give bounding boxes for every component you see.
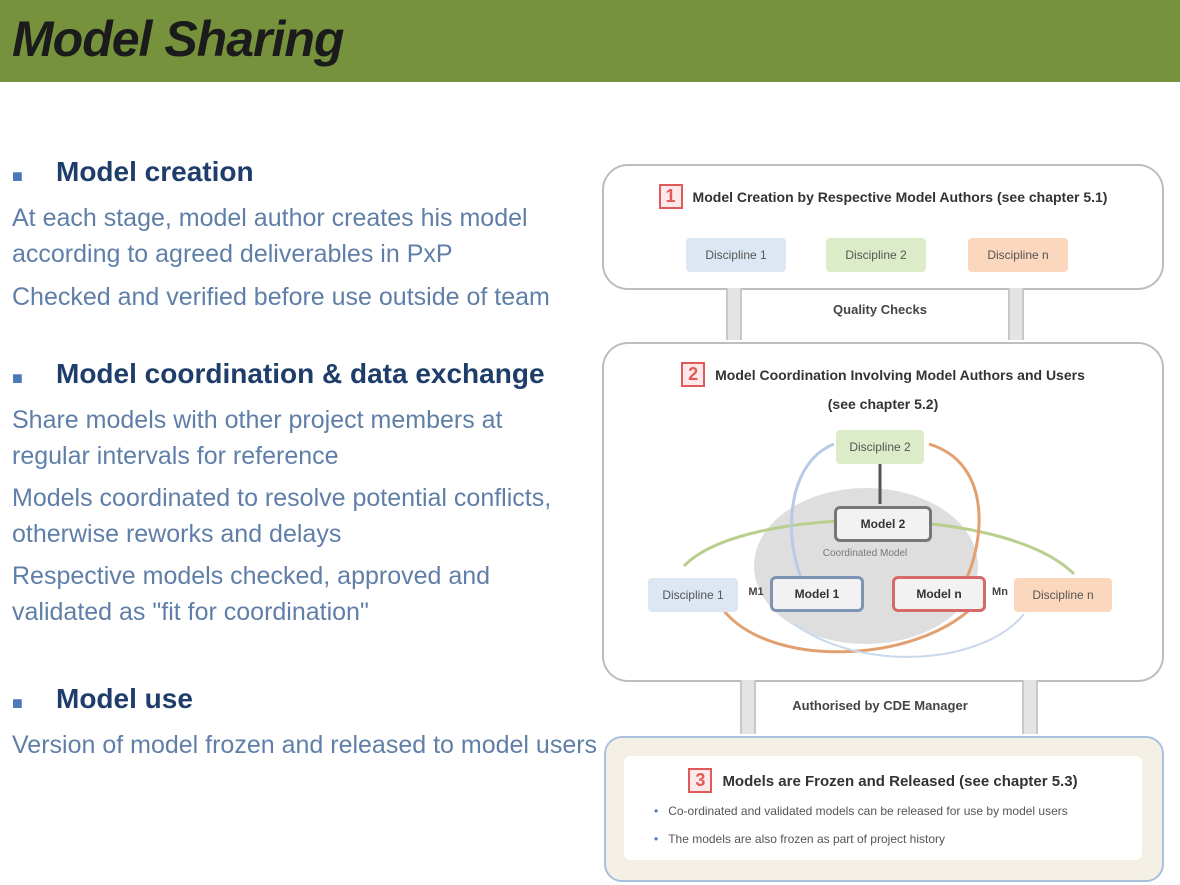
- step2-title-text: Model Coordination Involving Model Autho…: [715, 367, 1085, 383]
- step3-bullet: • Co-ordinated and validated models can b…: [654, 804, 1068, 818]
- coordinated-model-label: Coordinated Model: [822, 548, 908, 559]
- connector2-label: Authorised by CDE Manager: [792, 698, 968, 713]
- section-paragraph: Models coordinated to resolve potential …: [12, 484, 552, 548]
- section-paragraph: Share models with other project members …: [12, 406, 503, 470]
- step1-title: 1 Model Creation by Respective Model Auth…: [604, 184, 1162, 209]
- connector-right: [1008, 288, 1024, 340]
- step1-number-badge: 1: [658, 184, 683, 209]
- title-bar: Model Sharing: [0, 0, 1180, 82]
- connector-right: [1022, 680, 1038, 734]
- link-d2-mn: [928, 442, 981, 585]
- link-m1-dn: [793, 613, 1025, 658]
- link-d1-mn: [717, 593, 986, 654]
- bullet-marker-icon: ■: [12, 368, 23, 388]
- bullet-marker-icon: ■: [12, 166, 23, 186]
- step3-title: 3 Models are Frozen and Released (see cha…: [624, 768, 1142, 793]
- section-paragraph: At each stage, model author creates his …: [12, 204, 528, 268]
- bullet-marker-icon: ■: [12, 693, 23, 713]
- discipline-1-box: Discipline 1: [686, 238, 786, 272]
- bullet-dot-icon: •: [654, 832, 659, 846]
- step3-number-badge: 3: [688, 768, 713, 793]
- step2-panel: 2 Model Coordination Involving Model Auth…: [602, 342, 1164, 682]
- step3-bullet-text: The models are also frozen as part of pr…: [668, 832, 945, 846]
- model-1-node: Model 1: [770, 576, 864, 612]
- section-heading-use: Model use: [56, 683, 193, 714]
- model-2-node: Model 2: [834, 506, 932, 542]
- slide-title: Model Sharing: [12, 11, 344, 67]
- section-paragraph: Respective models checked, approved and …: [12, 562, 491, 626]
- step3-title-text: Models are Frozen and Released (see chap…: [722, 773, 1078, 790]
- section-heading-coordination: Model coordination & data exchange: [56, 358, 545, 389]
- step2-number-badge: 2: [681, 362, 706, 387]
- connector1-label: Quality Checks: [833, 302, 927, 317]
- right-arrow-label: Mn: [992, 586, 1008, 598]
- step3-bullet-text: Co-ordinated and validated models can be…: [668, 804, 1068, 818]
- step3-bullet: • The models are also frozen as part of p…: [654, 832, 945, 846]
- step1-panel: 1 Model Creation by Respective Model Auth…: [602, 164, 1164, 290]
- model-n-node: Model n: [892, 576, 986, 612]
- discipline-1-node: Discipline 1: [648, 578, 738, 612]
- section-paragraph: Version of model frozen and released to …: [12, 731, 598, 759]
- discipline-n-box: Discipline n: [968, 238, 1068, 272]
- link-d2-m1: [790, 442, 835, 585]
- left-arrow-label: M1: [748, 586, 764, 598]
- connector-left: [726, 288, 742, 340]
- step3-panel: 3 Models are Frozen and Released (see cha…: [604, 736, 1164, 882]
- step1-title-text: Model Creation by Respective Model Autho…: [692, 189, 1108, 205]
- connector-left: [740, 680, 756, 734]
- discipline-n-node: Discipline n: [1014, 578, 1112, 612]
- step2-title-line2: (see chapter 5.2): [827, 396, 939, 412]
- section-heading-creation: Model creation: [56, 156, 254, 187]
- bullet-dot-icon: •: [654, 804, 659, 818]
- discipline-2-box: Discipline 2: [826, 238, 926, 272]
- discipline-2-node: Discipline 2: [836, 430, 924, 464]
- section-paragraph: Checked and verified before use outside …: [12, 283, 550, 311]
- step3-content: 3 Models are Frozen and Released (see cha…: [624, 756, 1142, 860]
- step2-title: 2 Model Coordination Involving Model Auth…: [604, 362, 1162, 387]
